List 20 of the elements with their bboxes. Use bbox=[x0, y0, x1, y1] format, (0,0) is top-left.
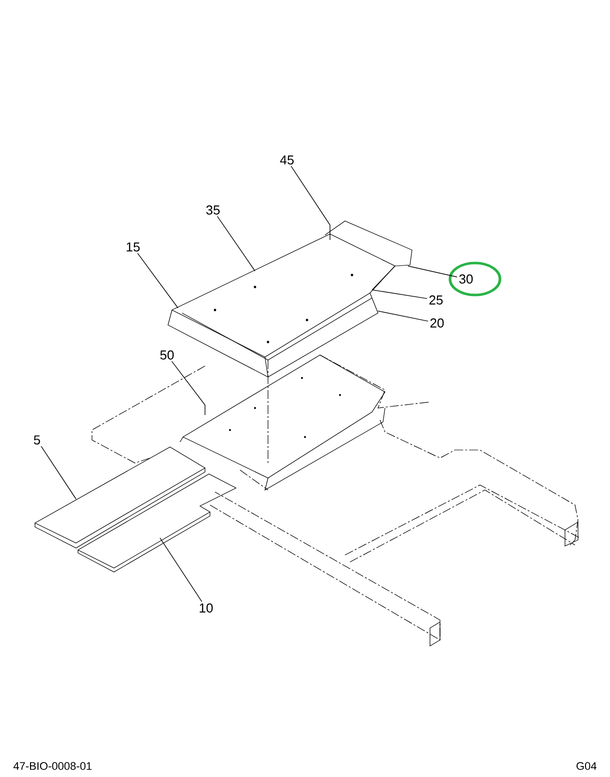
callout-number: 5 bbox=[34, 435, 40, 445]
leader-line bbox=[160, 538, 202, 602]
callout-number: 10 bbox=[200, 603, 213, 613]
callout-number: 50 bbox=[160, 350, 174, 360]
leader-line bbox=[216, 216, 256, 272]
leader-line bbox=[137, 252, 178, 308]
sheet-code: G04 bbox=[576, 762, 596, 770]
callout-number: 45 bbox=[280, 155, 294, 165]
callout-number: 30 bbox=[459, 274, 473, 284]
leader-line bbox=[372, 290, 428, 299]
drawing-number: 47-BIO-0008-01 bbox=[13, 762, 92, 770]
leader-line bbox=[290, 166, 330, 240]
callout-number: 20 bbox=[430, 318, 444, 328]
callout-number: 25 bbox=[429, 295, 443, 305]
leader-line bbox=[408, 266, 458, 278]
leader-line bbox=[378, 310, 428, 322]
callout-number: 35 bbox=[206, 205, 220, 215]
leader-line bbox=[171, 360, 206, 416]
leader-line bbox=[40, 446, 76, 500]
callout-number: 15 bbox=[126, 242, 140, 252]
